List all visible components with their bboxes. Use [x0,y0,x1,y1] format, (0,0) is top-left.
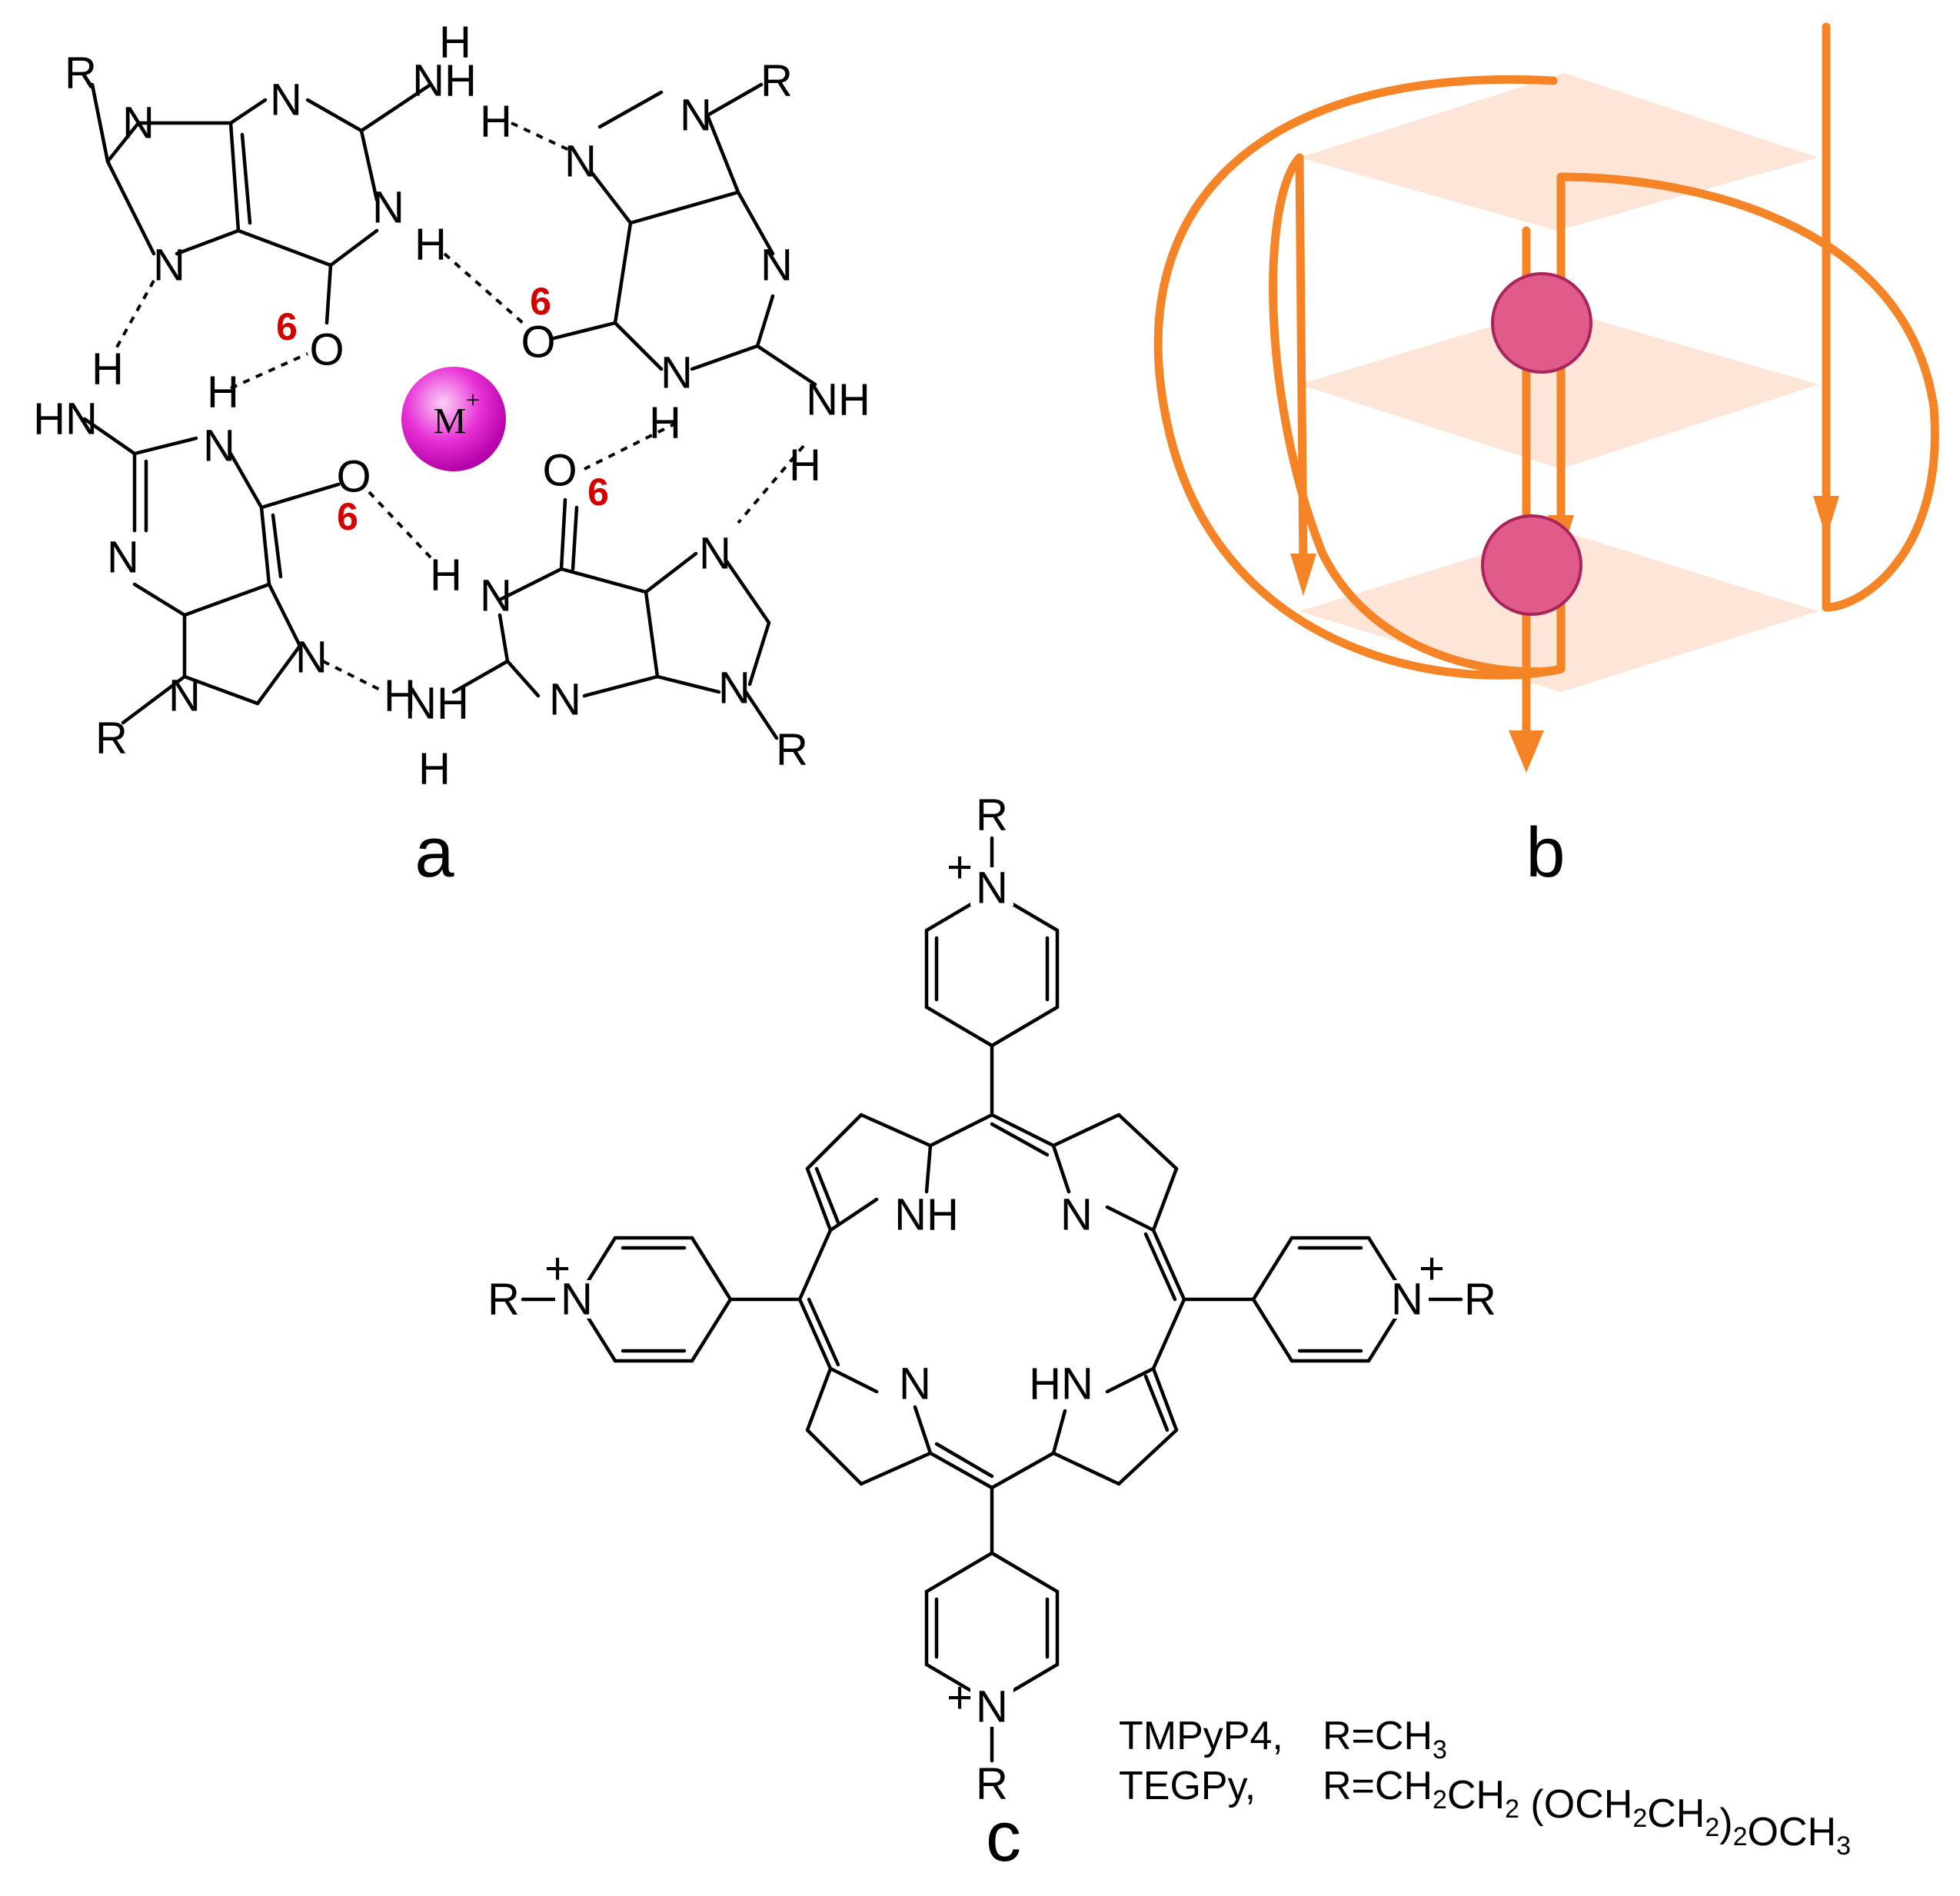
atom-label: N [760,241,793,291]
legend-name: TMPyP4, [1119,1714,1283,1758]
formula-text: (OCH [1519,1782,1632,1827]
atom-label: O [521,318,555,368]
atom-label: N [976,863,1008,913]
atom-label: O [309,325,344,375]
r-label: R [976,790,1008,840]
panel-label-b: b [1526,813,1565,892]
metal-ion-charge: + [466,386,480,414]
cation-spheres [1481,272,1592,616]
atom-label: N [1060,1190,1093,1240]
atom-label: N [718,664,750,713]
atom-label: N [680,91,712,141]
formula-text: CH [1447,1773,1505,1818]
atom-label: N [564,137,597,187]
atom-label: N [372,183,404,233]
atom-label: N [203,421,235,471]
atom-label: N [899,1359,931,1409]
atom-label: H [789,441,821,491]
atom-label: H [92,344,124,394]
porphyrin-core [728,1043,1256,1555]
atom-label: N [107,533,139,583]
atom-label: O [336,452,371,502]
porphyrin-panel: NH N N HN N + R N + R N [488,790,1851,1877]
atom-label: N [270,75,302,125]
atom-label: N [661,348,693,398]
panel-label-c: c [986,1798,1021,1876]
hydrogen-bonds [114,121,805,694]
formula-text: R=CH [1323,1714,1433,1758]
formula-subscript: 2 [1705,1813,1719,1842]
label-mask [555,1280,598,1319]
guanine-bottom-right [451,497,779,740]
atom-label: H [439,18,471,68]
atom-label: N [976,1682,1008,1732]
g-tetrad-panel: R N N N N NH H H O 6 R N N N N H O 6 [33,18,870,893]
r-label: R [776,725,808,775]
formula-subscript: 2 [1433,1785,1447,1815]
metal-ion: M + [401,367,506,471]
o6-label: 6 [587,471,609,514]
atom-label: N [549,675,581,725]
atom-label: NH [404,679,469,729]
r-label: R [760,56,793,106]
atom-label: N [168,671,201,721]
atom-label: H [384,671,416,721]
atom-label: N [122,98,155,148]
legend: TMPyP4, TEGPy, R=CH3 R=CH2CH2 (OCH2CH2)2… [1119,1714,1851,1861]
atom-label: H [430,551,462,600]
atom-label: N [295,633,328,683]
formula-subscript: 3 [1836,1831,1851,1861]
formula-text: R=CH [1323,1764,1433,1808]
charge-label: + [1419,1244,1445,1294]
atom-label: N [561,1275,593,1325]
formula-subscript: 3 [1433,1735,1447,1765]
atom-label: NH [806,375,870,425]
r-label: R [976,1759,1008,1809]
atom-label: NH [412,56,477,106]
charge-label: + [947,1673,973,1723]
atom-label: N [1391,1275,1423,1325]
atom-label: H [418,744,451,794]
guanine-top-right [551,82,817,387]
r-label: R [488,1275,520,1325]
atom-label: N [699,529,731,579]
formula-subscript: 2 [1632,1804,1647,1833]
atom-label: N [480,571,512,621]
label-mask [1386,1280,1429,1319]
label-mask [970,1688,1013,1727]
formula-subscript: 2 [1733,1822,1748,1851]
formula-text: ) [1719,1801,1732,1845]
legend-formula: R=CH2CH2 (OCH2CH2)2OCH3 [1323,1764,1851,1861]
o6-label: 6 [276,305,298,348]
legend-formula: R=CH3 [1323,1714,1447,1765]
charge-label: + [544,1244,571,1294]
pyridinium-bottom [924,1551,1060,1763]
atom-label: N [153,241,185,291]
formula-subscript: 2 [1505,1795,1519,1824]
atom-label: NH [894,1190,959,1240]
g-quadruplex-panel: b [1153,22,1939,892]
atom-label: H [414,220,447,270]
atom-label: HN [33,394,98,444]
panel-label-a: a [414,813,454,892]
o6-label: 6 [337,495,358,538]
legend-name: TEGPy, [1119,1764,1256,1808]
formula-text: CH [1647,1791,1705,1836]
r-label: R [1464,1275,1496,1325]
atom-label: O [542,446,577,496]
atom-label: H [207,368,239,417]
atom-label: H [480,97,512,147]
metal-ion-label: M [434,401,467,442]
atom-label: HN [1029,1359,1093,1409]
label-mask [970,867,1013,906]
r-label: R [65,48,97,98]
guanine-top-left [90,82,433,325]
o6-label: 6 [530,280,551,323]
r-label: R [95,713,128,763]
guanine-bottom-left [82,417,341,725]
charge-label: + [947,843,973,893]
formula-text: OCH [1748,1810,1837,1854]
